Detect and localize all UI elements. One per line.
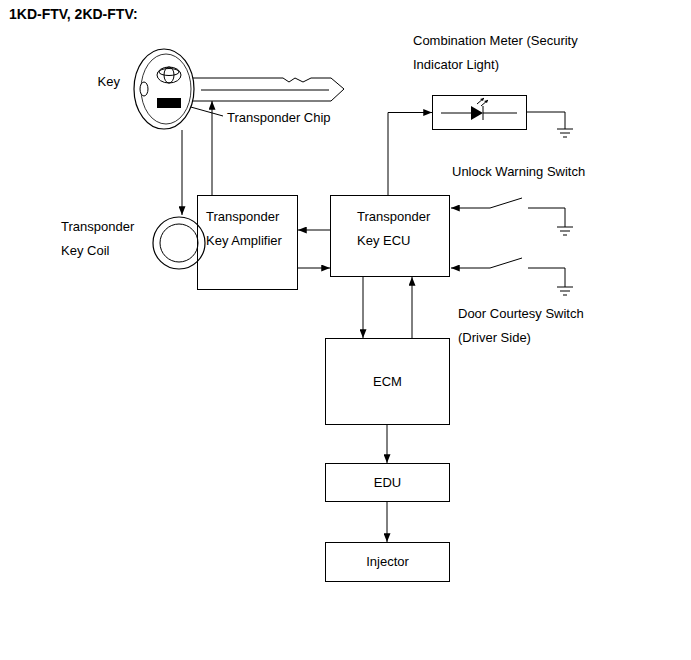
meter-box: Combination Meter (Security Indicator Li… xyxy=(432,95,527,130)
signal-arrow xyxy=(298,268,330,269)
signal-arrow xyxy=(388,113,432,196)
led-wire xyxy=(441,106,517,120)
light-ray xyxy=(477,98,488,106)
key-head-inner xyxy=(141,54,191,124)
ecu-box: Transponder Key ECU xyxy=(330,195,450,277)
key-hole xyxy=(140,82,148,96)
node-label: Combination Meter (Security Indicator Li… xyxy=(413,29,585,77)
coil-inner xyxy=(160,224,198,262)
ecm-box: ECM xyxy=(325,338,450,425)
switch-label: Unlock Warning Switch xyxy=(452,160,622,184)
switch-wire xyxy=(528,268,565,287)
ground-symbol xyxy=(557,287,573,295)
edu-box: EDU xyxy=(325,463,450,502)
switch-contact xyxy=(490,258,522,268)
key-groove xyxy=(201,90,329,91)
node-label: Transponder Key Coil xyxy=(61,215,143,263)
node-label: ECM xyxy=(373,370,402,394)
node-label: Key xyxy=(80,70,120,94)
logo xyxy=(159,69,179,76)
injector-box: Injector xyxy=(325,542,450,582)
signal-arrow xyxy=(387,502,388,542)
ground-wire xyxy=(527,112,565,129)
led-drawing xyxy=(433,96,526,129)
node-label: EDU xyxy=(374,471,401,495)
switch-wire xyxy=(528,208,565,227)
amplifier-box: Transponder Key Amplifier xyxy=(197,195,298,290)
ground-symbol xyxy=(557,129,573,137)
ground-symbol xyxy=(557,227,573,235)
signal-arrow xyxy=(182,130,183,215)
switch-wire xyxy=(451,268,490,269)
signal-arrow xyxy=(363,277,364,338)
switch-label: Door Courtesy Switch (Driver Side) xyxy=(458,302,598,350)
signal-arrow xyxy=(212,101,213,195)
led-symbol xyxy=(471,106,483,120)
signal-arrow xyxy=(387,425,388,463)
node-label: Transponder Key ECU xyxy=(357,205,443,253)
signal-arrow xyxy=(298,230,330,231)
key-head xyxy=(134,49,194,129)
key-blade xyxy=(191,78,344,101)
light-ray xyxy=(480,98,488,103)
callout-label: Transponder Chip xyxy=(227,106,357,130)
diagram-title: 1KD-FTV, 2KD-FTV: xyxy=(9,4,138,24)
node-label: Injector xyxy=(366,550,409,574)
transponder-chip xyxy=(157,98,181,108)
signal-arrow xyxy=(412,277,413,338)
logo xyxy=(157,67,181,83)
switch-wire xyxy=(451,208,490,209)
switch-contact xyxy=(490,198,522,208)
node-label: Transponder Key Amplifier xyxy=(206,205,292,253)
